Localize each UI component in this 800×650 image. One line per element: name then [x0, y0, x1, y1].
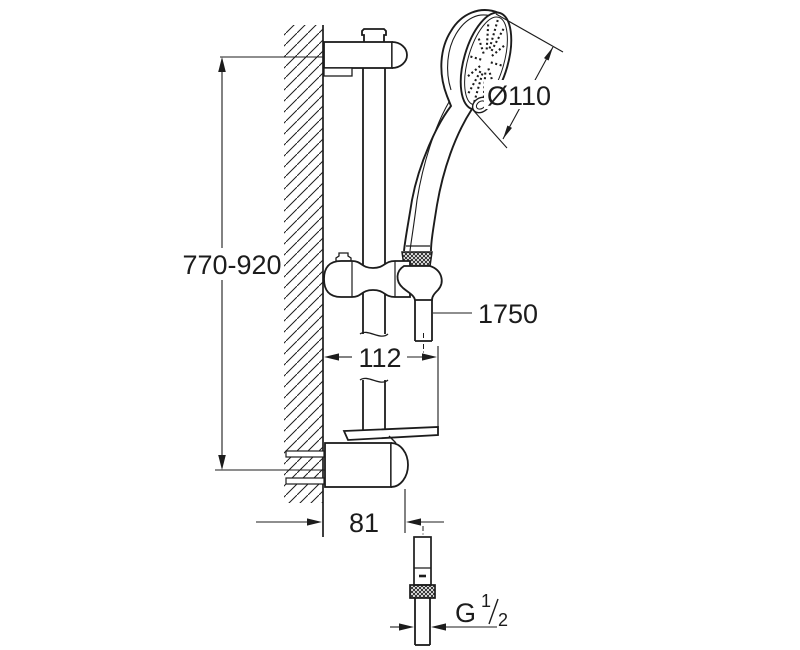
thread-letter-label: G: [455, 598, 476, 628]
hose-end-connector: [409, 526, 436, 646]
dimension-offset-112: [324, 346, 439, 430]
height-range-label: 770-920: [182, 250, 281, 280]
fraction-slash: [488, 598, 499, 625]
wall-section: [284, 25, 324, 537]
connector-knurled-nut: [409, 584, 436, 599]
arrowhead-left: [324, 353, 339, 361]
shower-hose-lower: [414, 598, 431, 646]
slider-holder: [323, 252, 443, 301]
hand-shower: [401, 9, 513, 267]
thread-denominator-label: 2: [498, 610, 508, 630]
wall-hatching: [284, 25, 323, 503]
label-mask: [484, 80, 555, 109]
shower-hose-upper: [414, 300, 433, 353]
dimension-thread-g12: [390, 598, 499, 631]
label-mask: [181, 249, 282, 278]
soap-tray: [342, 426, 439, 441]
thread-numerator-label: 1: [481, 591, 491, 611]
rail-break-line: [359, 377, 389, 383]
projection-label: 81: [349, 508, 379, 538]
handle-highlight-line: [409, 101, 450, 252]
holder-set-screw: [335, 252, 352, 262]
head-diameter-label: Ø110: [487, 81, 551, 111]
arrowhead-left-inward: [406, 518, 421, 526]
arrowhead-right: [422, 353, 437, 361]
connector-body: [413, 536, 432, 586]
wall-anchor-bar: [285, 477, 325, 485]
shower-handle-right-edge: [430, 108, 473, 252]
bracket-end-cap: [390, 442, 409, 488]
wall-anchor-bar: [285, 450, 325, 458]
rail-top-cap: [361, 28, 387, 42]
arrowhead-up: [218, 57, 226, 72]
top-wall-bracket: [323, 28, 408, 77]
arrowhead-right-inward: [399, 623, 414, 631]
shower-rail: [359, 68, 389, 430]
holder-body: [323, 260, 411, 298]
arrowhead-left-inward: [431, 623, 446, 631]
rail-break-line: [359, 331, 389, 337]
arrowhead-diagonal-down: [503, 125, 512, 139]
arrowhead-diagonal-up: [544, 47, 553, 61]
dimension-projection-81: [256, 489, 444, 533]
hose-length-label: 1750: [478, 299, 538, 329]
arrowhead-down: [218, 455, 226, 470]
dimension-height-range: [215, 56, 335, 471]
bottom-wall-bracket: [285, 426, 439, 488]
arrowhead-right-inward: [307, 518, 322, 526]
head-rim-inner-line: [447, 14, 495, 91]
bracket-end-cap: [391, 41, 408, 69]
offset-label: 112: [358, 343, 401, 373]
